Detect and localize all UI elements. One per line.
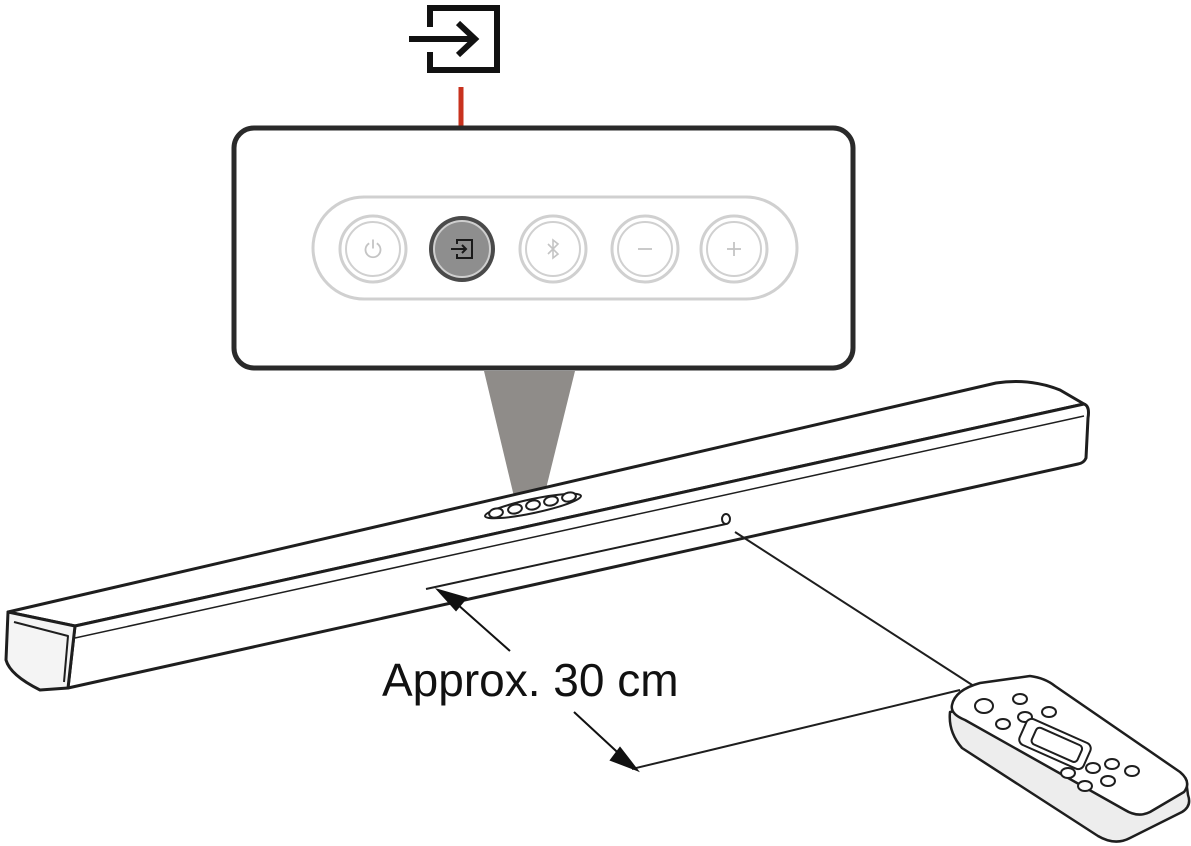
dimension-arrow-upper [434,588,511,652]
ir-sensor [721,513,731,525]
volume-down-button[interactable] [610,214,680,284]
soundbar-front [66,402,1090,690]
input-button[interactable] [429,216,495,282]
remote-baseline [631,689,961,770]
light-cone [484,371,575,505]
button-strip [311,195,799,301]
reference-line [425,523,727,590]
input-icon [409,5,500,73]
soundbar [4,380,1090,692]
bluetooth-icon [547,238,560,260]
remote-control [948,674,1191,843]
plus-icon [727,242,741,256]
bluetooth-button[interactable] [518,214,588,284]
power-icon [364,239,382,259]
power-button[interactable] [338,214,408,284]
soundbar-end [4,610,77,692]
soundbar-control-buttons [484,491,582,520]
input-icon-small [451,239,473,259]
ir-path-line [734,531,981,691]
distance-label: Approx. 30 cm [382,654,679,706]
volume-up-button[interactable] [699,214,769,284]
dimension-arrow-lower [573,711,640,773]
